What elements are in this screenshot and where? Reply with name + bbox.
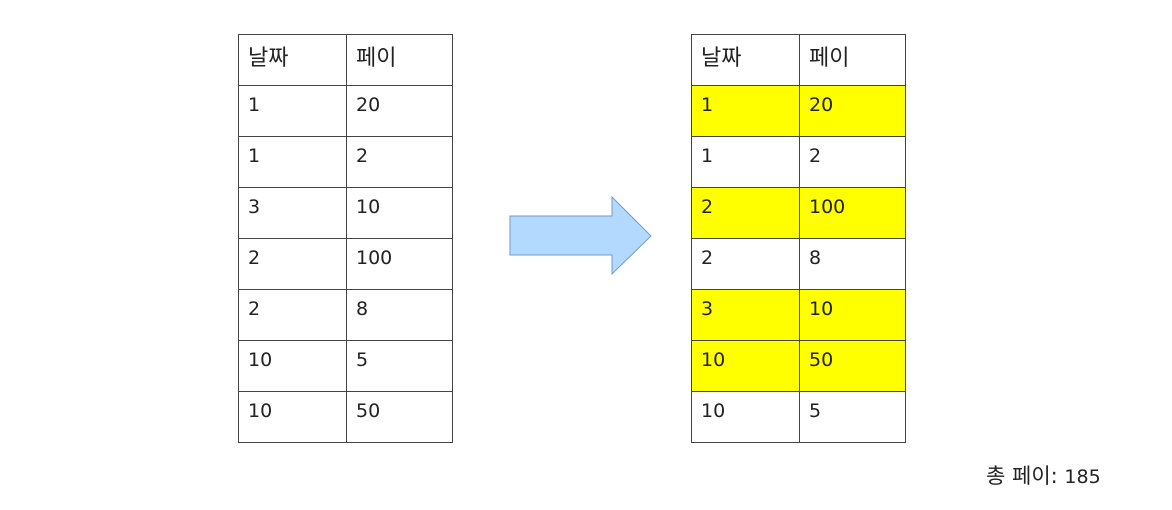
cell-pay: 20: [799, 85, 906, 137]
table-row: 10 50: [691, 340, 906, 392]
cell-pay: 100: [799, 187, 906, 239]
cell-pay: 8: [346, 289, 453, 341]
header-pay: 페이: [346, 34, 453, 86]
cell-pay: 20: [346, 85, 453, 137]
cell-date: 2: [691, 187, 800, 239]
cell-date: 3: [238, 187, 347, 239]
cell-pay: 50: [799, 340, 906, 392]
cell-pay: 8: [799, 238, 906, 290]
table-row: 1 2: [691, 136, 906, 188]
sorted-table: 날짜 페이 1 20 1 2 2 100 2 8 3 10 10 50 10 5: [691, 34, 906, 443]
header-date: 날짜: [238, 34, 347, 86]
cell-pay: 100: [346, 238, 453, 290]
cell-pay: 50: [346, 391, 453, 443]
cell-pay: 2: [799, 136, 906, 188]
cell-date: 2: [238, 289, 347, 341]
cell-date: 1: [691, 85, 800, 137]
header-date: 날짜: [691, 34, 800, 86]
cell-date: 10: [238, 391, 347, 443]
cell-date: 1: [691, 136, 800, 188]
cell-date: 2: [691, 238, 800, 290]
cell-date: 1: [238, 85, 347, 137]
header-row: 날짜 페이: [691, 34, 906, 86]
table-row: 2 100: [238, 238, 453, 290]
cell-date: 10: [691, 340, 800, 392]
table-row: 3 10: [238, 187, 453, 239]
table-row: 10 5: [238, 340, 453, 392]
table-row: 2 8: [691, 238, 906, 290]
total-pay: 총 페이: 185: [986, 460, 1101, 490]
total-label: 총 페이:: [986, 464, 1058, 488]
table-row: 2 8: [238, 289, 453, 341]
table-row: 1 20: [238, 85, 453, 137]
cell-date: 3: [691, 289, 800, 341]
cell-pay: 5: [799, 391, 906, 443]
cell-pay: 10: [799, 289, 906, 341]
cell-date: 10: [238, 340, 347, 392]
table-row: 10 50: [238, 391, 453, 443]
cell-pay: 5: [346, 340, 453, 392]
table-row: 3 10: [691, 289, 906, 341]
cell-pay: 10: [346, 187, 453, 239]
cell-pay: 2: [346, 136, 453, 188]
arrow-shape: [509, 196, 652, 276]
table-row: 1 20: [691, 85, 906, 137]
table-row: 2 100: [691, 187, 906, 239]
total-value: 185: [1064, 466, 1101, 488]
cell-date: 10: [691, 391, 800, 443]
cell-date: 1: [238, 136, 347, 188]
header-pay: 페이: [799, 34, 906, 86]
header-row: 날짜 페이: [238, 34, 453, 86]
cell-date: 2: [238, 238, 347, 290]
original-table: 날짜 페이 1 20 1 2 3 10 2 100 2 8 10 5 10 50: [238, 34, 453, 443]
right-arrow-icon: [509, 196, 652, 276]
table-row: 1 2: [238, 136, 453, 188]
table-row: 10 5: [691, 391, 906, 443]
